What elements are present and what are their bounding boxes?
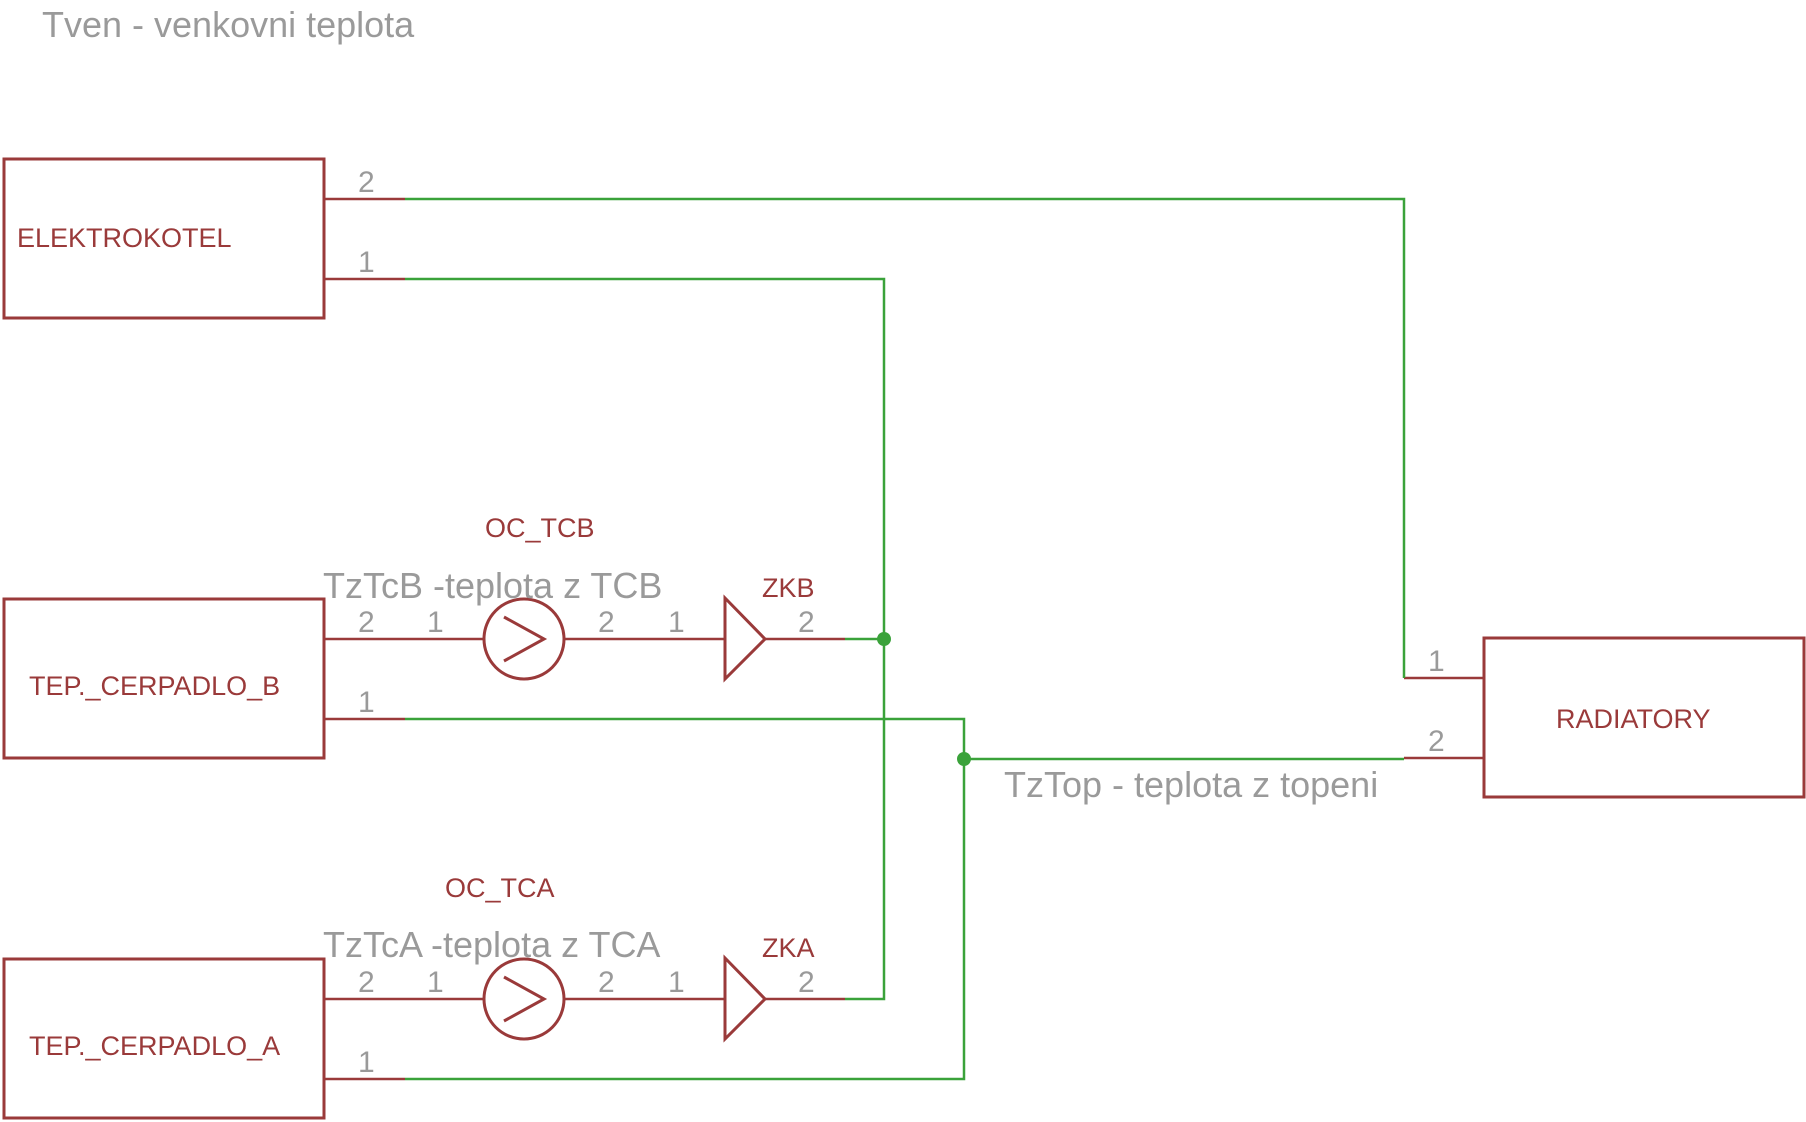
net-label-tztca: TzTcA -teplota z TCA [323,924,660,965]
oc-tcb-pin-2-number: 2 [598,606,615,639]
oc-tcb-label: OC_TCB [485,513,595,543]
oc-tcb-pin-1-number: 1 [427,606,444,639]
elektrokotel-pin-2-number: 2 [358,166,375,199]
wire-cerpadlo-a-tztop [405,759,966,1081]
oc-tca-pin-2-number: 2 [598,966,615,999]
tep-cerpadlo-b-label: TEP._CERPADLO_B [29,671,280,701]
radiatory-pin-2-number: 2 [1428,725,1445,758]
tep-cerpadlo-b-pin-2-number: 2 [358,606,375,639]
net-label-tztop: TzTop - teplota z topeni [1004,764,1378,805]
wire-elektrokotel-radiatory [405,197,1406,678]
zka-triangle-icon[interactable] [723,954,768,1043]
elektrokotel-label: ELEKTROKOTEL [17,223,232,253]
oc-tca-arrow-icon [503,975,548,1023]
radiatory-pin-1-number: 1 [1428,645,1445,678]
zkb-triangle-icon[interactable] [723,594,768,683]
zkb-pin-1-number: 1 [668,606,685,639]
zka-label: ZKA [762,933,815,963]
zkb-pin-2-number: 2 [798,606,815,639]
radiatory-label: RADIATORY [1556,704,1711,734]
junction-dot-upper [877,632,891,646]
oc-tca-pin-1-number: 1 [427,966,444,999]
tep-cerpadlo-a-label: TEP._CERPADLO_A [29,1031,280,1061]
oc-tca-label: OC_TCA [445,873,555,903]
oc-tca-symbol[interactable] [482,957,566,1041]
zkb-label: ZKB [762,573,815,603]
title-label: Tven - venkovni teplota [42,4,415,45]
elektrokotel-block[interactable] [2,157,326,320]
zka-pin-1-number: 1 [668,966,685,999]
elektrokotel-pin-1-number: 1 [358,246,375,279]
tep-cerpadlo-a-pin-2-number: 2 [358,966,375,999]
oc-tcb-symbol[interactable] [482,597,566,681]
tep-cerpadlo-b-block[interactable] [2,597,326,760]
tep-cerpadlo-a-block[interactable] [2,957,326,1120]
zka-pin-2-number: 2 [798,966,815,999]
oc-tcb-arrow-icon [503,615,548,663]
radiatory-block[interactable] [1482,636,1806,799]
net-label-tztcb: TzTcB -teplota z TCB [323,565,662,606]
tep-cerpadlo-b-pin-1-number: 1 [358,686,375,719]
tep-cerpadlo-a-pin-1-number: 1 [358,1046,375,1079]
wire-cerpadlo-b-tztop [405,717,966,759]
